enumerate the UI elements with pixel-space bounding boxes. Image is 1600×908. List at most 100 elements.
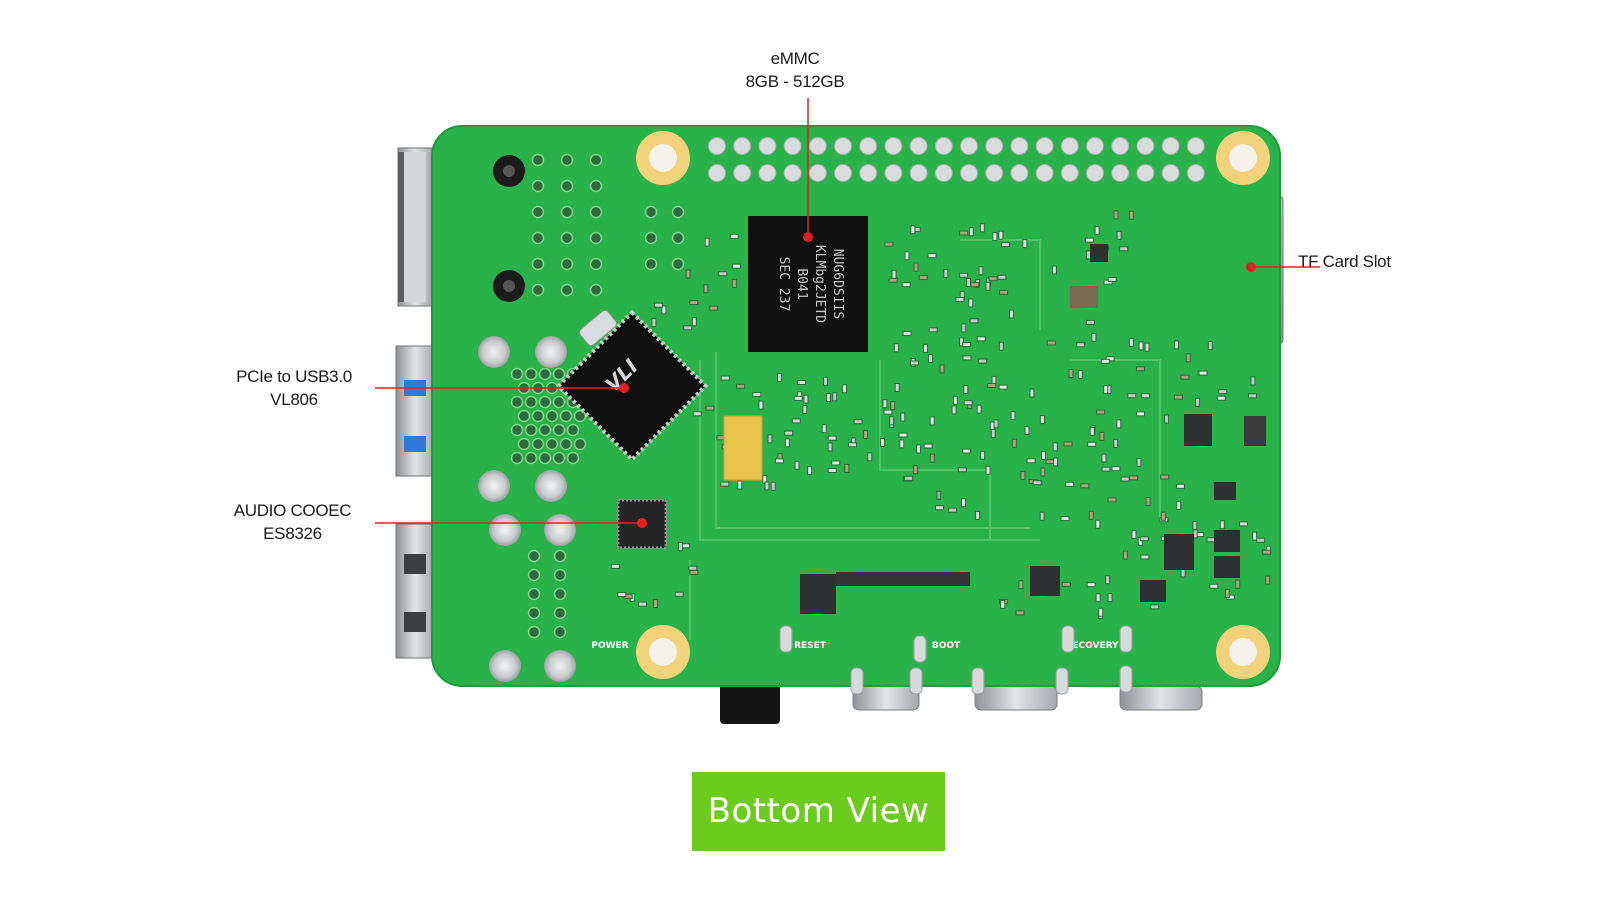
smd-part: [899, 439, 905, 449]
smd-part: [1107, 497, 1117, 503]
through-hole-pad: [560, 179, 574, 193]
smd-part: [904, 251, 910, 261]
smd-part: [1128, 337, 1134, 347]
smd-part: [1218, 389, 1228, 395]
through-hole-pad: [560, 205, 574, 219]
through-hole-pad: [552, 451, 566, 465]
through-hole-pad: [644, 257, 658, 271]
gpio-pad: [909, 164, 928, 182]
emmc-marking-line: B041: [794, 268, 809, 299]
smd-part: [764, 481, 770, 491]
smd-part: [1164, 414, 1170, 424]
smd-part: [847, 442, 857, 448]
smd-part: [1173, 340, 1179, 350]
gpio-pad: [1161, 164, 1180, 182]
smd-part: [959, 272, 969, 278]
smd-part: [661, 305, 667, 315]
callout-label-emmc: eMMC 8GB - 512GB: [730, 47, 860, 93]
through-hole-pad: [510, 451, 524, 465]
smd-part: [969, 318, 979, 324]
through-hole-pad: [524, 423, 538, 437]
callout-dot-tf: [1246, 262, 1256, 272]
smd-part: [731, 278, 737, 288]
smd-part: [1180, 374, 1190, 380]
smd-part: [617, 591, 627, 597]
smd-part: [998, 230, 1004, 240]
smd-part: [1095, 593, 1101, 603]
smd-part: [1206, 537, 1216, 543]
smd-part: [827, 467, 837, 473]
smd-part: [990, 429, 996, 439]
smd-part: [978, 266, 984, 276]
gpio-pad: [1111, 164, 1130, 182]
smd-part: [928, 353, 934, 363]
smd-part: [962, 448, 972, 454]
smd-part: [883, 409, 893, 415]
smd-part: [1116, 230, 1122, 240]
smd-part: [962, 342, 972, 348]
gold-pad: [723, 415, 763, 481]
through-hole-pad: [524, 451, 538, 465]
smd-part: [1175, 483, 1185, 489]
through-hole-pad: [573, 437, 587, 451]
smd-part: [777, 453, 783, 463]
through-hole-pad: [560, 257, 574, 271]
through-hole-pad: [671, 231, 685, 245]
through-hole-pad: [589, 231, 603, 245]
smd-part: [966, 278, 972, 288]
gpio-pad: [808, 137, 827, 155]
through-hole-pad: [644, 231, 658, 245]
smd-part: [767, 434, 773, 444]
smd-part: [844, 463, 850, 473]
smd-part: [777, 372, 783, 382]
smd-part: [1087, 441, 1097, 447]
smd-part: [962, 355, 972, 361]
smd-part: [770, 481, 776, 491]
gpio-pad: [934, 137, 953, 155]
callout-dot-emmc: [803, 232, 813, 242]
through-hole-pad: [510, 367, 524, 381]
smd-part: [1265, 575, 1271, 585]
through-hole-pad: [524, 367, 538, 381]
smd-part: [991, 375, 997, 385]
smd-part: [1076, 342, 1086, 348]
smd-part: [752, 391, 762, 397]
smd-part: [963, 400, 973, 406]
through-hole-pad: [527, 625, 541, 639]
through-hole-pad: [589, 257, 603, 271]
boot-silkscreen: BOOT: [932, 641, 961, 651]
smd-part: [998, 384, 1008, 390]
gpio-pad: [1060, 164, 1079, 182]
through-hole-pad: [552, 423, 566, 437]
through-hole-pad: [553, 549, 567, 563]
smd-part: [1238, 521, 1248, 527]
gpio-pad: [1186, 164, 1205, 182]
through-hole-pad: [531, 153, 545, 167]
audio-jack: [720, 680, 780, 724]
smd-part: [985, 281, 991, 291]
smd-part: [1080, 483, 1090, 489]
through-hole-pad: [552, 367, 566, 381]
smd-part: [1098, 607, 1104, 617]
callout-label-line: PCIe to USB3.0: [236, 367, 352, 386]
through-hole-pad: [566, 451, 580, 465]
through-hole-pad: [517, 437, 531, 451]
smd-part: [1040, 467, 1046, 477]
smd-part: [929, 453, 935, 463]
smd-part: [685, 269, 691, 279]
smd-part: [993, 419, 999, 429]
through-hole-pad: [560, 231, 574, 245]
through-hole-pad: [527, 587, 541, 601]
gpio-pad: [1086, 164, 1104, 182]
crystal: [578, 309, 618, 347]
through-hole-pad: [531, 231, 545, 245]
callout-label-line: 8GB - 512GB: [745, 72, 845, 91]
smd-part: [1113, 210, 1119, 220]
gpio-pad: [960, 164, 978, 182]
smd-part: [1063, 441, 1073, 447]
through-hole-pad: [589, 179, 603, 193]
smd-part: [802, 405, 808, 415]
smd-part: [703, 284, 709, 294]
smd-part: [916, 444, 922, 454]
smd-part: [1224, 588, 1230, 598]
